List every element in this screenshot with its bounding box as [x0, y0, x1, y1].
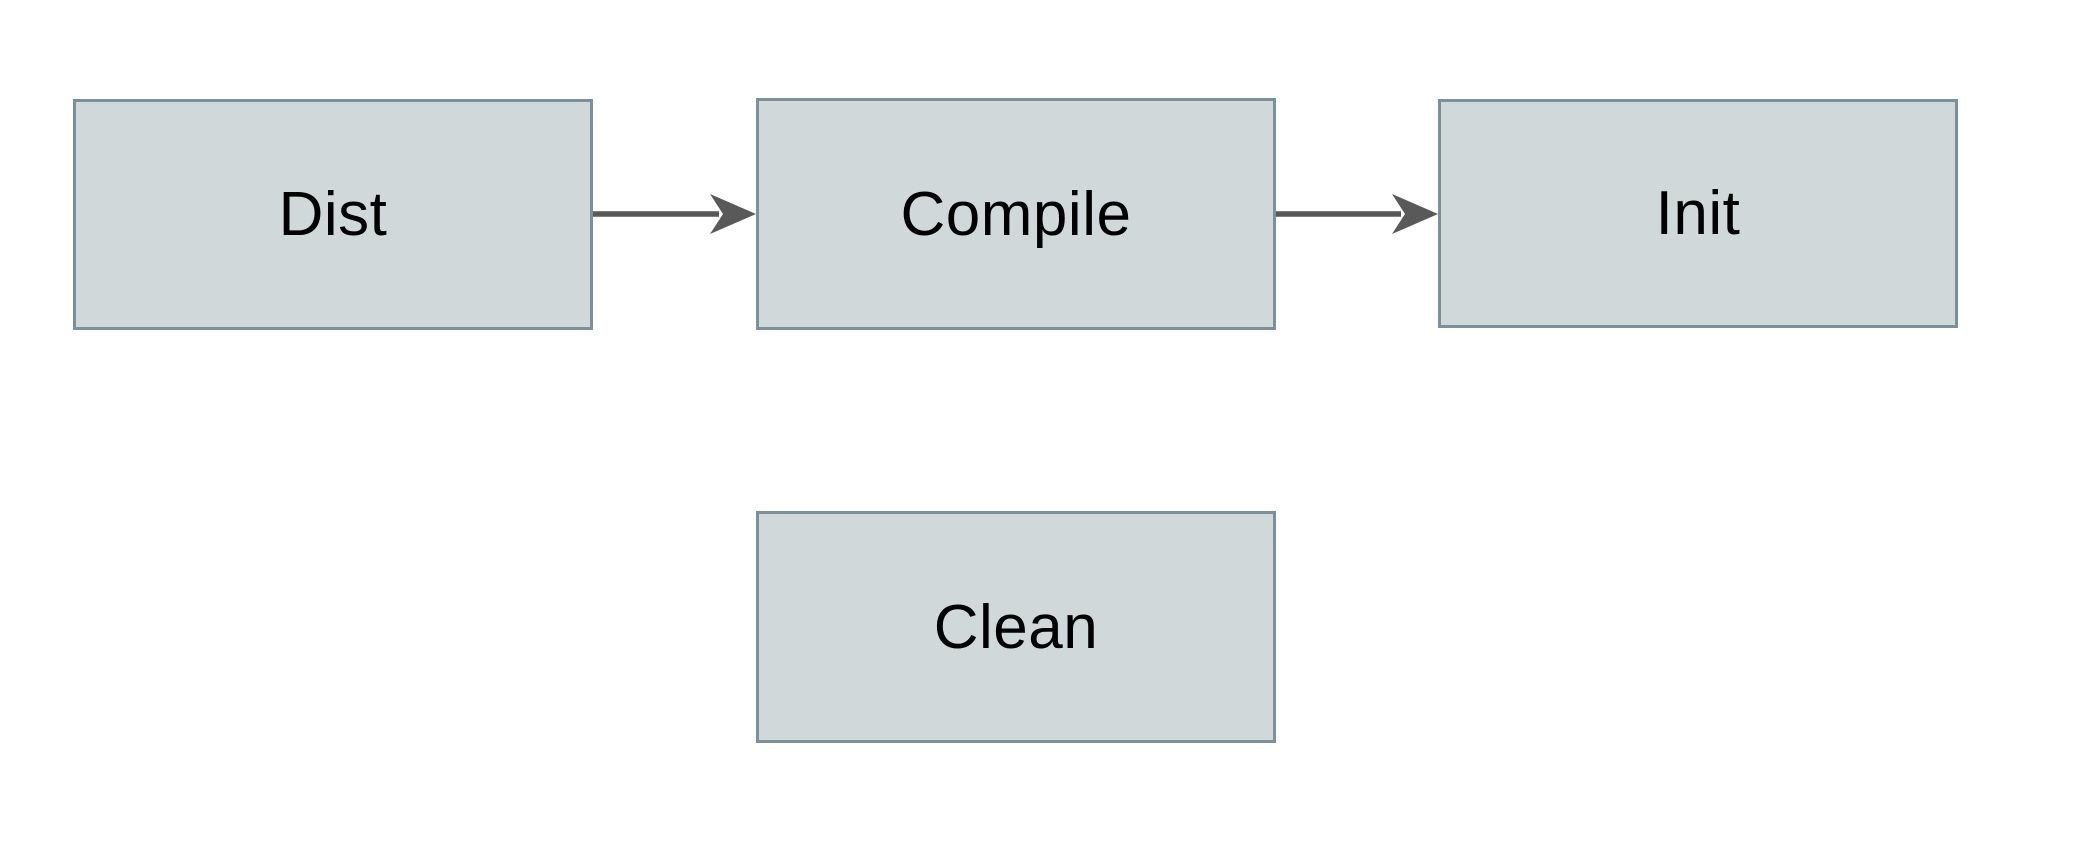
arrow-compile-to-init-icon [1276, 194, 1438, 234]
flowchart-node-compile: Compile [756, 98, 1276, 330]
flowchart-node-dist: Dist [73, 99, 593, 330]
flowchart-node-init: Init [1438, 99, 1958, 328]
node-clean-label: Clean [933, 592, 1099, 662]
node-compile-label: Compile [900, 179, 1132, 249]
flowchart-node-clean: Clean [756, 511, 1276, 743]
node-init-label: Init [1655, 179, 1741, 248]
node-dist-label: Dist [278, 180, 388, 249]
arrow-dist-to-compile-icon [593, 194, 756, 234]
